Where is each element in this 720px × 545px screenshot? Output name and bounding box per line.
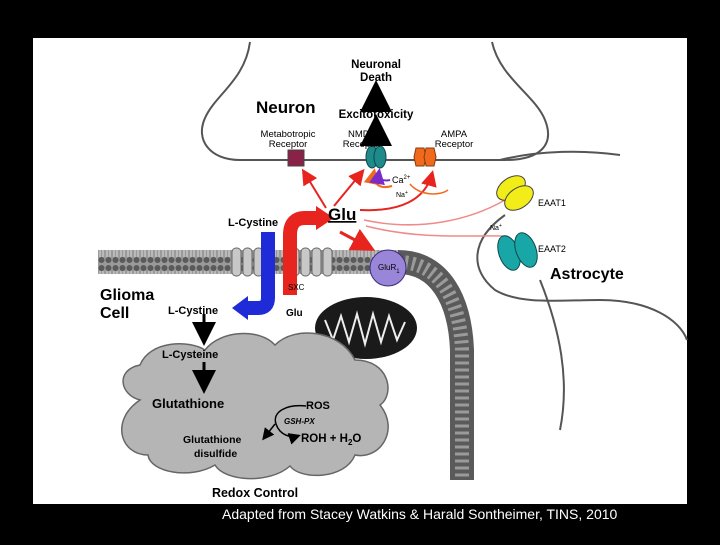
glur-label: GluR1 bbox=[378, 263, 400, 275]
ros-to-roh-arrow bbox=[274, 404, 307, 445]
glioma-membrane-curve-inner bbox=[397, 255, 469, 480]
ros-label: ROS bbox=[306, 400, 330, 412]
neuronal-death-label-line1: Neuronal bbox=[351, 59, 401, 71]
glu-to-nmda-arrow bbox=[333, 168, 365, 207]
glutathione-disulfide-label-line2: disulfide bbox=[194, 448, 237, 460]
roh-h2o-label: ROH + H2O bbox=[301, 433, 361, 447]
na-ampa-line bbox=[409, 183, 449, 195]
gsh-px-label: GSH-PX bbox=[284, 417, 315, 426]
glu-small-label: Glu bbox=[286, 308, 303, 319]
glioma-label-line1: Glioma bbox=[100, 287, 154, 304]
ampa-label-line2: Receptor bbox=[435, 139, 474, 150]
eaat2-label: EAAT2 bbox=[538, 244, 566, 254]
to-disulfide-arrow bbox=[262, 423, 276, 441]
glu-to-ampa-arrow bbox=[359, 170, 437, 212]
cystine-import-arrow bbox=[246, 232, 275, 315]
astrocyte-label: Astrocyte bbox=[550, 266, 624, 283]
ca-nmda-arrow bbox=[369, 168, 391, 186]
neuron-label: Neuron bbox=[256, 98, 316, 117]
redox-control-label: Redox Control bbox=[212, 486, 298, 500]
nmda-label-line2: Receptor bbox=[343, 139, 382, 150]
l-cysteine-label: L-Cysteine bbox=[162, 349, 218, 361]
source-caption: Adapted from Stacey Watkins & Harald Son… bbox=[222, 506, 618, 522]
glu-label: Glu bbox=[328, 205, 356, 224]
eaat1-label: EAAT1 bbox=[538, 198, 566, 208]
l-cystine-label-top: L-Cystine bbox=[228, 217, 278, 229]
l-cystine-label-left: L-Cystine bbox=[168, 305, 218, 317]
cystine-import-arrowhead bbox=[232, 296, 248, 320]
sxc-label: SXC bbox=[288, 283, 305, 292]
nmda-label-line1: NMDA bbox=[348, 129, 377, 140]
ampa-receptor-right bbox=[423, 147, 437, 167]
glu-to-eaat1-line bbox=[363, 199, 506, 226]
glioma-label-line2: Cell bbox=[100, 305, 129, 322]
neuronal-death-label-line2: Death bbox=[360, 72, 392, 84]
glutathione-disulfide-label-line1: Glutathione bbox=[183, 434, 241, 446]
glu-to-eaat2-line bbox=[365, 225, 506, 237]
glu-export-arrow bbox=[283, 211, 318, 295]
ampa-label-line1: AMPA bbox=[441, 129, 468, 140]
na-label-eaat: Na+ bbox=[490, 223, 502, 232]
metabotropic-label-line2: Receptor bbox=[269, 139, 308, 150]
eaat1-transporter bbox=[496, 175, 534, 211]
ca-label: Ca2+ bbox=[392, 175, 411, 185]
glutathione-label: Glutathione bbox=[152, 396, 224, 411]
metabotropic-label-line1: Metabotropic bbox=[261, 129, 316, 140]
neuron-outline bbox=[200, 41, 550, 161]
nmda-receptor-right bbox=[373, 145, 387, 169]
metabotropic-receptor bbox=[287, 149, 305, 167]
glu-export-arrowhead bbox=[316, 206, 334, 230]
ampa-receptor-left bbox=[413, 147, 427, 167]
glu-to-metabotropic-arrow bbox=[301, 168, 327, 209]
na-label-nmda: Na+ bbox=[396, 190, 408, 199]
glur1-receptor bbox=[369, 249, 407, 287]
astrocyte-outline bbox=[476, 150, 688, 431]
excitotoxicity-label: Excitotoxicity bbox=[339, 109, 414, 121]
eaat2-transporter bbox=[497, 232, 538, 271]
glu-to-glur-arrow bbox=[339, 228, 376, 251]
